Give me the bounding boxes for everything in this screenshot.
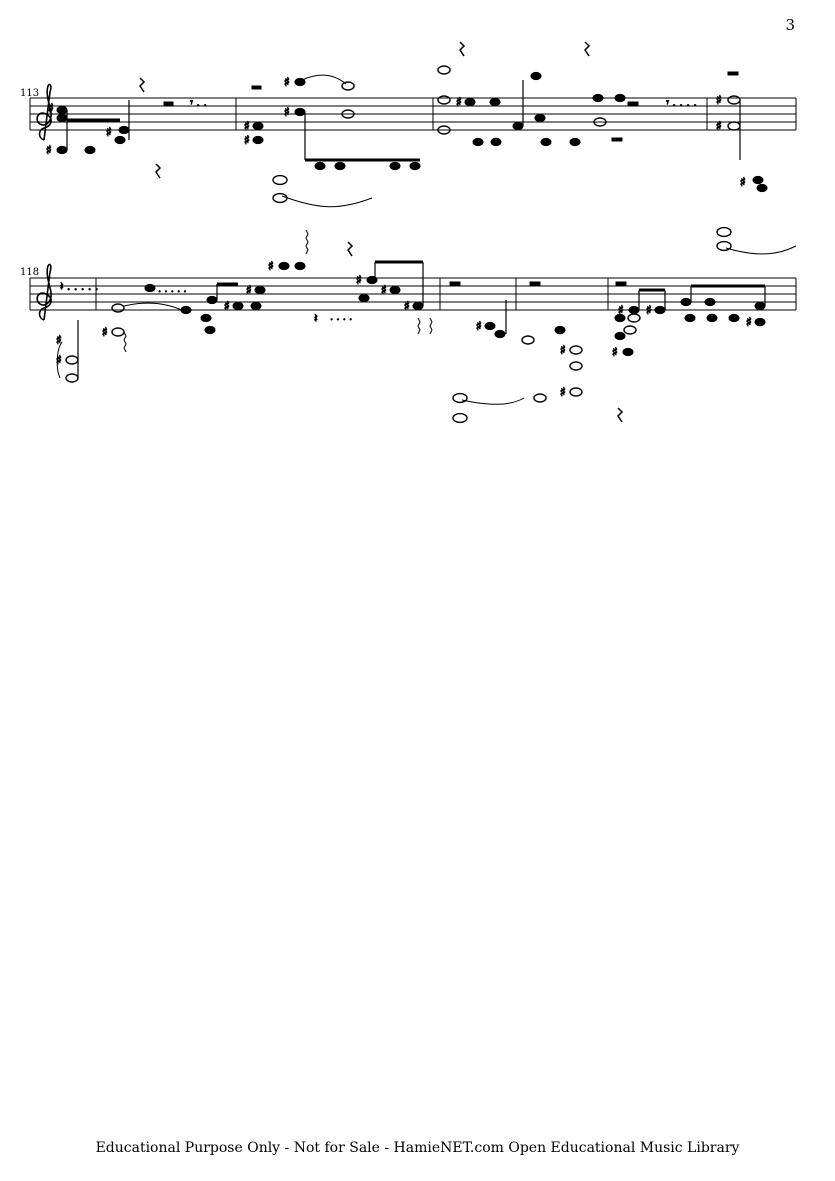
svg-text:♯: ♯ <box>268 259 274 273</box>
svg-text:♯: ♯ <box>560 343 566 357</box>
svg-text:♯: ♯ <box>46 143 52 157</box>
svg-text:♯: ♯ <box>456 95 462 109</box>
svg-text:♯: ♯ <box>740 175 746 189</box>
svg-text:♯: ♯ <box>716 93 722 107</box>
page-footer: Educational Purpose Only - Not for Sale … <box>95 1140 740 1156</box>
svg-text:♯: ♯ <box>560 385 566 399</box>
svg-text:♯: ♯ <box>56 333 62 347</box>
svg-text:♯: ♯ <box>476 319 482 333</box>
svg-text:♯: ♯ <box>746 315 752 329</box>
staff-system-2 <box>29 277 797 311</box>
svg-text:♯: ♯ <box>246 283 252 297</box>
svg-text:. . . . .: . . . . . <box>158 284 187 295</box>
svg-text:♯: ♯ <box>646 303 652 317</box>
measure-number-system-1: 113 <box>20 88 40 99</box>
svg-text:. . . .: . . . . <box>330 312 352 323</box>
svg-text:𝄽 . . . . .: 𝄽 . . . . . <box>60 280 98 293</box>
svg-text:𝄾 . . . .: 𝄾 . . . . <box>666 96 697 109</box>
system-2-notes: 𝄽 . . . . . ♯ ♯ ♯ . . . . . ♯ ♯ ♯ 𝄽 . . … <box>56 229 766 424</box>
page-number: 3 <box>785 16 795 34</box>
staff-system-1 <box>29 97 797 131</box>
svg-text:♯: ♯ <box>244 119 250 133</box>
svg-text:♯: ♯ <box>224 299 230 313</box>
svg-text:♯: ♯ <box>284 75 290 89</box>
treble-clef-icon <box>36 83 52 141</box>
svg-text:♯: ♯ <box>56 353 62 367</box>
svg-text:𝄽: 𝄽 <box>314 311 318 325</box>
svg-text:♯: ♯ <box>284 105 290 119</box>
system-1-notes: ♯ ♯ ♯ 𝄾 . . ♯ ♯ ♯ ♯ <box>46 41 797 255</box>
svg-text:♯: ♯ <box>106 125 112 139</box>
svg-text:♯: ♯ <box>102 325 108 339</box>
svg-text:♯: ♯ <box>618 303 624 317</box>
svg-text:♯: ♯ <box>356 273 362 287</box>
svg-text:♯: ♯ <box>244 133 250 147</box>
svg-text:♯: ♯ <box>48 101 54 115</box>
treble-clef-icon <box>36 263 52 321</box>
svg-text:♯: ♯ <box>716 119 722 133</box>
svg-text:♯: ♯ <box>381 283 387 297</box>
measure-number-system-2: 118 <box>20 267 40 278</box>
svg-text:♯: ♯ <box>404 299 410 313</box>
svg-text:𝄾 . .: 𝄾 . . <box>190 96 207 109</box>
svg-text:♯: ♯ <box>612 345 618 359</box>
